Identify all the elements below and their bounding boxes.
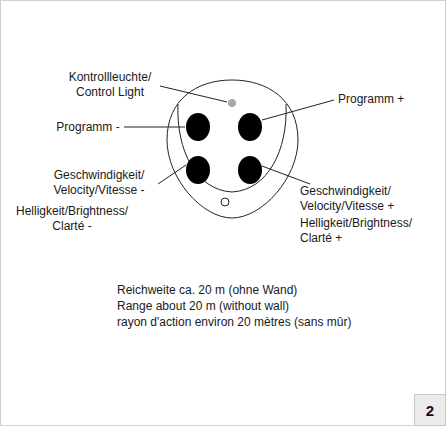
leader-line	[262, 166, 310, 184]
button-label: Programm -	[54, 120, 122, 135]
button-label: Geschwindigkeit/ Velocity/Vitesse +	[300, 184, 418, 214]
button-label: Helligkeit/Brightness/ Clarté +	[300, 216, 432, 246]
button-program-plus	[238, 113, 262, 141]
leader-line	[160, 86, 227, 102]
page-number-box: 2	[414, 394, 446, 426]
range-note: Reichweite ca. 20 m (ohne Wand)	[117, 283, 417, 298]
leader-line	[124, 127, 185, 128]
page-number: 2	[426, 402, 434, 419]
control-light-label: Kontrollleuchte/ Control Light	[62, 70, 158, 100]
leader-line	[158, 165, 186, 184]
button-label: Geschwindigkeit/ Velocity/Vitesse -	[40, 168, 158, 198]
leader-line	[262, 100, 334, 120]
button-speed-minus	[186, 156, 210, 184]
hanging-hole	[221, 198, 229, 206]
remote-housing	[167, 80, 298, 218]
button-label: Helligkeit/Brightness/ Clarté -	[6, 204, 138, 234]
range-note: Range about 20 m (without wall)	[117, 299, 417, 314]
control-light	[228, 99, 236, 107]
range-note: rayon d'action environ 20 mètres (sans m…	[117, 315, 417, 330]
button-label: Programm +	[338, 92, 428, 107]
remote-inner-panel	[178, 104, 286, 192]
button-speed-plus	[238, 156, 262, 184]
button-program-minus	[186, 113, 210, 141]
